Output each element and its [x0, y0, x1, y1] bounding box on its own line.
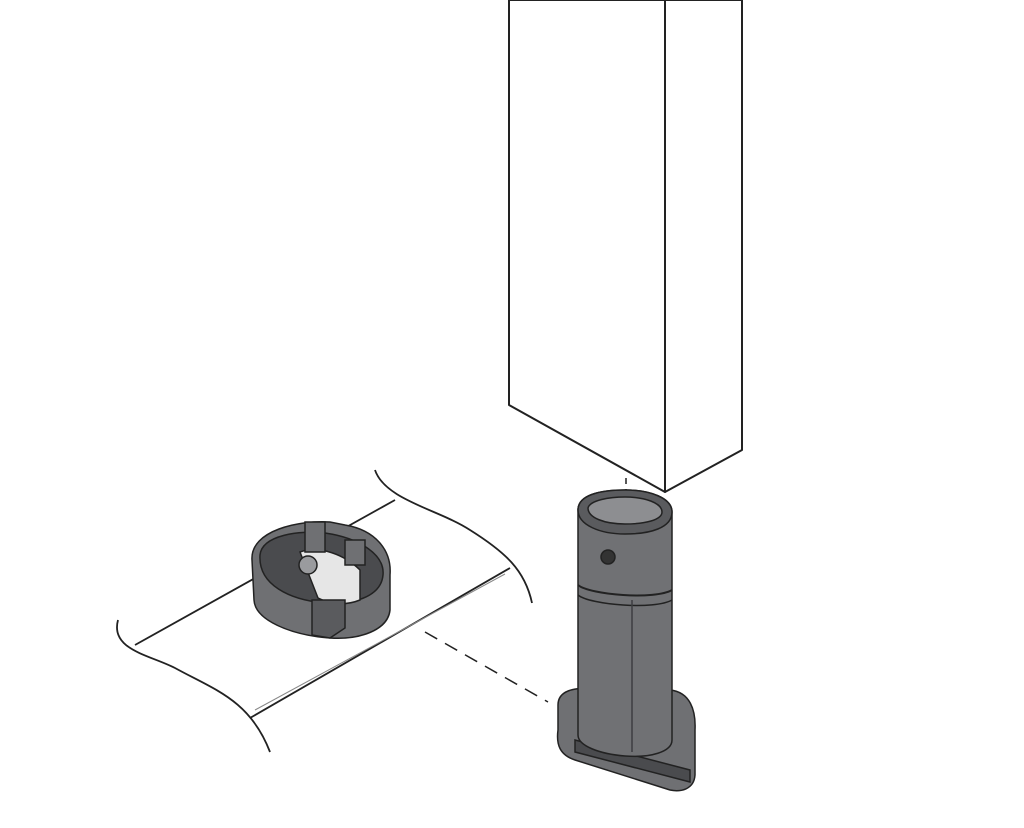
oval-leg-foot: [556, 489, 696, 792]
square-leg-post: [508, 0, 743, 493]
alignment-dash: [424, 631, 549, 703]
floor-connector-clip: [251, 521, 391, 639]
